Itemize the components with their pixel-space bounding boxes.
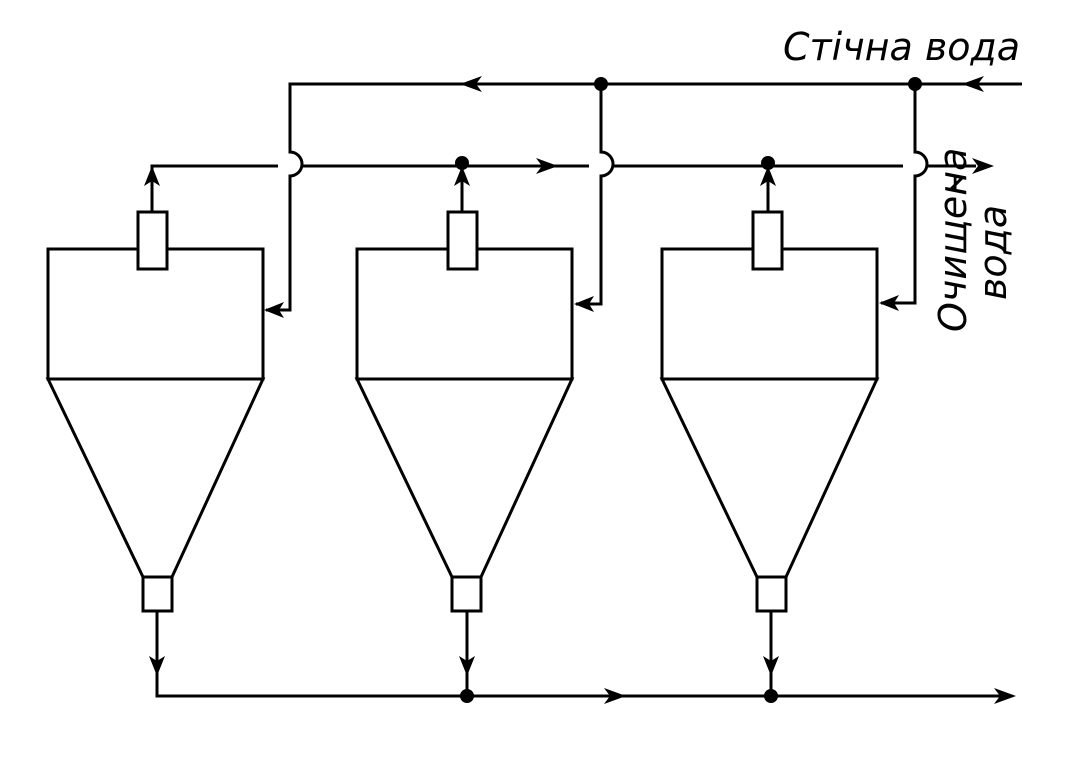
arrow-down-icon [763, 656, 779, 676]
arrow-left-icon [460, 76, 482, 92]
arrow-left-icon [962, 76, 984, 92]
wastewater-label: Стічна вода [783, 25, 1020, 69]
arrow-left-icon [574, 296, 594, 312]
junctions [455, 77, 922, 703]
junction-dot [594, 77, 608, 91]
treated-water-leader [948, 176, 964, 192]
vessel-3-sludge-nozzle [755, 575, 788, 613]
arrow-left-icon [264, 302, 284, 318]
arrow-up-icon [760, 166, 776, 186]
vessel-2-sludge-nozzle [450, 575, 483, 613]
junction-dot [761, 156, 775, 170]
vessel-1-cylinder [46, 247, 265, 381]
arrow-down-icon [459, 656, 475, 676]
flow-arrows [144, 76, 1016, 704]
treated-water-label: Очищена вода [931, 148, 1015, 332]
arrow-right-icon [972, 158, 994, 174]
arrow-right-icon [536, 158, 558, 174]
arrow-left-icon [879, 295, 899, 311]
arrow-down-icon [149, 656, 165, 676]
vessel-1-outlet-nozzle [136, 210, 169, 271]
wastewater-feed-line [266, 82, 1022, 312]
arrow-up-icon [144, 166, 160, 186]
sludge-discharge-line [155, 612, 1000, 698]
vessel-2-cone [354, 377, 575, 579]
arrow-up-icon [454, 166, 470, 186]
vessel-3-cone [659, 377, 880, 579]
treated-water-line [150, 164, 976, 212]
treated-water-label-line1: Очищена [931, 148, 975, 332]
vessel-3 [659, 210, 880, 613]
treated-water-label-line2: вода [971, 205, 1015, 300]
vessel-2-outlet-nozzle [446, 210, 479, 271]
vessel-1-sludge-nozzle [141, 575, 174, 613]
vessel-1-cone [45, 377, 266, 579]
junction-dot [764, 689, 778, 703]
junction-dot [908, 77, 922, 91]
vessel-3-outlet-nozzle [751, 210, 784, 271]
arrow-right-icon [604, 688, 626, 704]
vessel-2 [354, 210, 575, 613]
junction-dot [460, 689, 474, 703]
vessel-1 [45, 210, 266, 613]
arrow-right-icon [994, 688, 1016, 704]
vessel-3-cylinder [660, 247, 879, 381]
junction-dot [455, 156, 469, 170]
